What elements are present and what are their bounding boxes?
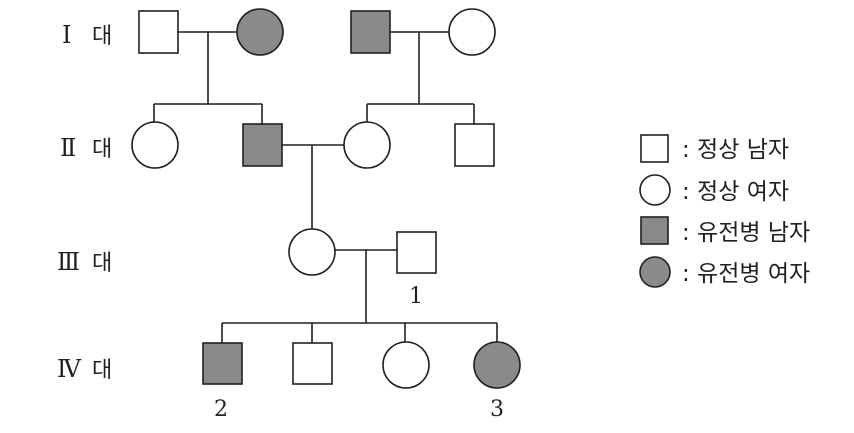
individual-label-1: 1	[409, 284, 423, 309]
legend-label-normal-female: : 정상 여자	[682, 179, 789, 205]
gen2-normal-female	[131, 121, 179, 169]
pedigree-lines	[153, 31, 498, 343]
gen1-affected-male	[350, 10, 391, 54]
gen3-normal-female	[288, 228, 336, 276]
legend-square-open-icon	[640, 134, 669, 163]
legend-circle-filled-icon	[639, 256, 671, 288]
gen1-normal-female	[448, 8, 496, 56]
gen2-normal-male	[454, 123, 495, 167]
svg-text:Ⅱ: Ⅱ	[60, 134, 76, 162]
svg-text:Ⅲ: Ⅲ	[57, 248, 80, 276]
svg-text:Ⅰ: Ⅰ	[62, 21, 71, 49]
generation-label-3: Ⅲ 대	[57, 248, 112, 276]
svg-text:대: 대	[92, 251, 112, 276]
generation-label-2: Ⅱ 대	[60, 134, 112, 162]
gen4-normal-female	[382, 341, 430, 389]
individual-label-2: 2	[214, 397, 228, 422]
legend-label-normal-male: : 정상 남자	[682, 137, 789, 163]
gen4-affected-male-2	[202, 342, 243, 385]
svg-text:Ⅳ: Ⅳ	[57, 355, 82, 383]
legend-circle-open-icon	[639, 174, 671, 206]
legend-label-affected-female: : 유전병 여자	[682, 261, 810, 287]
generation-label-1: Ⅰ 대	[62, 21, 112, 49]
gen4-affected-female-3	[473, 341, 521, 389]
gen4-normal-male	[292, 342, 333, 385]
svg-text:대: 대	[92, 137, 112, 162]
gen1-normal-male	[138, 10, 179, 54]
individual-label-3: 3	[490, 397, 504, 422]
legend: : 정상 남자 : 정상 여자 : 유전병 남자 : 유전병 여자	[639, 134, 810, 288]
legend-square-filled-icon	[640, 216, 669, 245]
legend-label-affected-male: : 유전병 남자	[682, 220, 810, 246]
gen2-normal-female-spouse	[343, 121, 391, 169]
gen3-normal-male-1	[396, 231, 437, 274]
svg-text:대: 대	[92, 358, 112, 383]
svg-text:대: 대	[92, 24, 112, 49]
gen1-affected-female	[236, 8, 284, 56]
generation-label-4: Ⅳ 대	[57, 355, 112, 383]
gen2-affected-male	[242, 123, 283, 167]
